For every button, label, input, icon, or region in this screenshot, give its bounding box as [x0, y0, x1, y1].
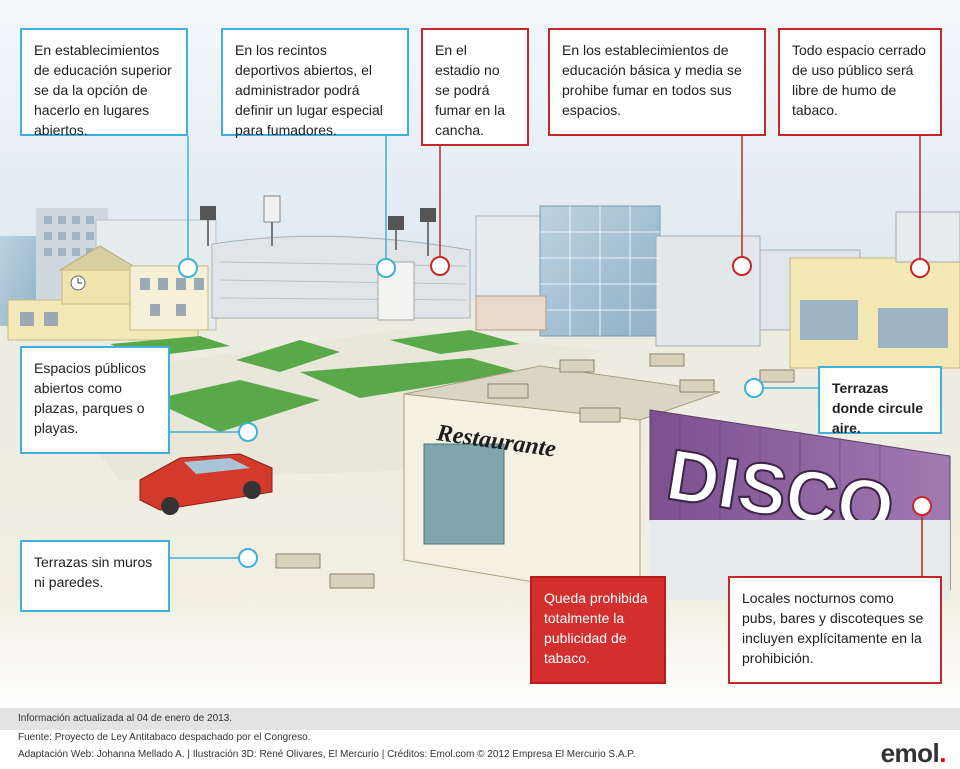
marker-nightlife	[912, 496, 932, 516]
callout-terraces-no-walls: Terrazas sin muros ni paredes.	[20, 540, 170, 612]
callout-stadium-text: En el estadio no se podrá fumar en la ca…	[435, 42, 506, 138]
callout-nightlife: Locales nocturnos como pubs, bares y dis…	[728, 576, 942, 684]
callout-higher-education-text: En establecimientos de educación superio…	[34, 42, 172, 138]
marker-schools	[732, 256, 752, 276]
marker-terraces-no-walls	[238, 548, 258, 568]
public-closed-building	[789, 211, 960, 369]
callout-terraces-no-walls-text: Terrazas sin muros ni paredes.	[34, 554, 153, 590]
footer-updated: Información actualizada al 04 de enero d…	[18, 713, 233, 724]
callout-schools-text: En los establecimientos de educación bás…	[562, 42, 742, 118]
callout-closed-public-text: Todo espacio cerrado de uso público será…	[792, 42, 926, 118]
emol-logo-text: emol	[880, 738, 940, 768]
marker-closed-public	[910, 258, 930, 278]
marker-higher-ed	[178, 258, 198, 278]
connector-lines	[170, 136, 923, 576]
restaurant-building: Restaurante	[403, 365, 721, 601]
marker-public-open	[238, 422, 258, 442]
markers	[178, 256, 932, 568]
disco-building: DISCO	[649, 409, 951, 600]
footer: Información actualizada al 04 de enero d…	[0, 708, 960, 769]
callout-higher-education: En establecimientos de educación superio…	[20, 28, 188, 138]
callout-terraces-air-text: Terrazas donde circule aire.	[832, 380, 924, 436]
terrace-tables	[275, 353, 795, 589]
footer-credits: Adaptación Web: Johanna Mellado A. | Ilu…	[18, 749, 636, 760]
callout-public-open: Espacios públicos abiertos como plazas, …	[20, 346, 170, 454]
marker-sports-open	[376, 258, 396, 278]
callout-schools: En los establecimientos de educación bás…	[548, 28, 766, 136]
callout-advertising: Queda prohibida totalmente la publicidad…	[530, 576, 666, 684]
callout-terraces-air: Terrazas donde circule aire.	[818, 366, 942, 436]
footer-source: Fuente: Proyecto de Ley Antitabaco despa…	[18, 732, 311, 743]
callout-nightlife-text: Locales nocturnos como pubs, bares y dis…	[742, 590, 924, 666]
callout-advertising-text: Queda prohibida totalmente la publicidad…	[544, 590, 648, 666]
red-car	[139, 453, 273, 515]
marker-stadium	[430, 256, 450, 276]
callout-closed-public: Todo espacio cerrado de uso público será…	[778, 28, 942, 136]
emol-logo[interactable]: emol.	[880, 738, 947, 769]
city-illustration: Restaurante DISCO	[0, 0, 960, 708]
callout-public-open-text: Espacios públicos abiertos como plazas, …	[34, 360, 147, 436]
footer-bar	[0, 708, 960, 730]
callout-sports-open-text: En los recintos deportivos abiertos, el …	[235, 42, 383, 138]
callout-stadium: En el estadio no se podrá fumar en la ca…	[421, 28, 529, 146]
marker-terraces-air	[744, 378, 764, 398]
university-building	[7, 219, 217, 341]
callout-sports-open: En los recintos deportivos abiertos, el …	[221, 28, 409, 138]
emol-logo-dot: .	[939, 738, 946, 768]
stadium	[200, 195, 471, 321]
